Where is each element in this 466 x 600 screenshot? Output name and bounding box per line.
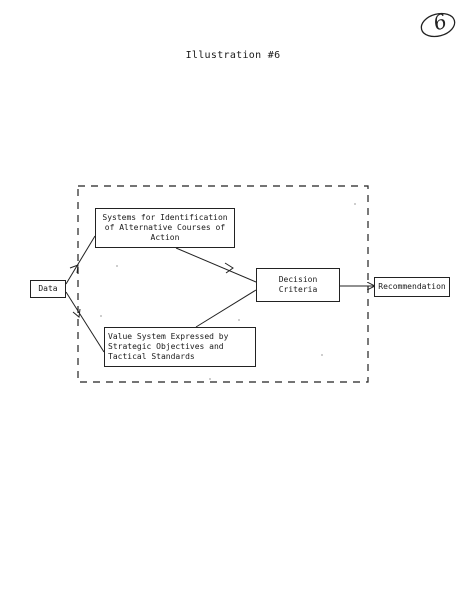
arrow-mid-head-lower	[72, 308, 81, 318]
arrow-value-to-decision	[195, 289, 257, 328]
arrow-head-systems-decision	[224, 262, 234, 274]
scan-speck	[321, 354, 323, 356]
arrow-mid-head-upper	[69, 264, 79, 274]
arrow-data-to-systems	[65, 235, 96, 285]
value-system-box: Value System Expressed by Strategic Obje…	[104, 327, 256, 367]
arrow-data-to-value	[65, 291, 105, 353]
dashed-boundary	[77, 185, 369, 383]
decision-criteria-box: Decision Criteria	[256, 268, 340, 302]
scan-speck	[100, 315, 102, 317]
scan-speck	[116, 265, 118, 267]
recommendation-label: Recommendation	[378, 282, 446, 291]
decision-criteria-label: Decision Criteria	[278, 275, 318, 294]
arrow-systems-to-decision	[175, 247, 257, 283]
systems-box: Systems for Identification of Alternativ…	[95, 208, 235, 248]
recommendation-box: Recommendation	[374, 277, 450, 297]
scan-speck	[354, 203, 356, 205]
value-system-label: Value System Expressed by Strategic Obje…	[108, 332, 229, 361]
data-box: Data	[30, 280, 66, 298]
scan-speck	[209, 378, 211, 380]
page-number-circle	[420, 12, 456, 38]
data-label: Data	[38, 284, 58, 293]
scan-speck	[238, 319, 240, 321]
page-title: Illustration #6	[185, 50, 281, 61]
systems-label: Systems for Identification of Alternativ…	[102, 213, 228, 242]
